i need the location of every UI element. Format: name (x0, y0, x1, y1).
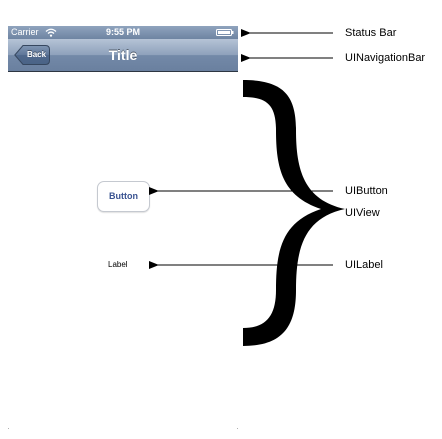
view-curly-brace (243, 80, 345, 346)
back-button-shape (14, 45, 50, 65)
carrier-name: Carrier (11, 27, 39, 37)
status-bar-annotation: Status Bar (345, 27, 397, 39)
wifi-icon (45, 28, 57, 37)
status-time: 9:55 PM (105, 27, 140, 37)
battery-icon (216, 29, 234, 36)
screen-corner-mark-right (237, 428, 238, 429)
nav-bar-annotation: UINavigationBar (345, 52, 426, 64)
navigation-bar: Back Title (8, 39, 238, 72)
status-bar: Carrier 9:55 PM (8, 26, 238, 39)
demo-label: Label (108, 260, 128, 269)
view-annotation: UIView (345, 207, 380, 219)
iphone-screen-top: Carrier 9:55 PM (8, 26, 238, 72)
nav-title: Title (108, 47, 138, 63)
back-button[interactable]: Back (14, 45, 50, 65)
demo-button[interactable]: Button (97, 181, 150, 212)
back-button-label: Back (26, 50, 47, 59)
button-annotation: UIButton (345, 185, 388, 197)
label-annotation: UILabel (345, 259, 383, 271)
screen-corner-mark-left (8, 428, 9, 429)
